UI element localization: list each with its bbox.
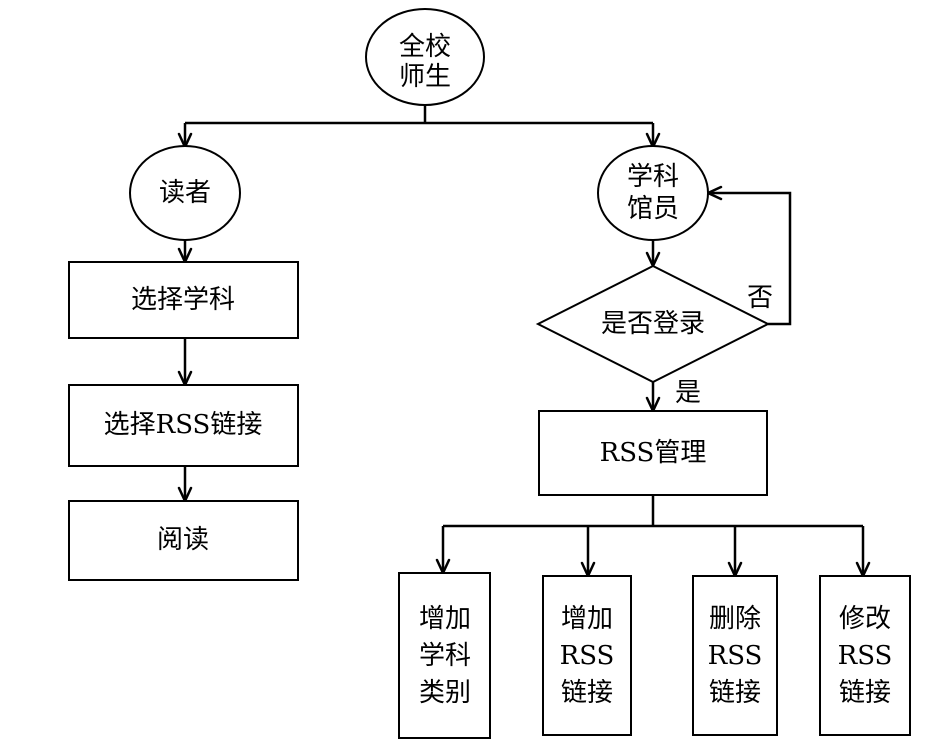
edge-label-yes: 是 xyxy=(675,378,701,408)
node-reader-label: 读者 xyxy=(159,178,211,208)
edge-rss-split xyxy=(443,495,863,528)
node-rss-manage: RSS管理 xyxy=(538,410,768,496)
node-choose-rss-link-label: 选择RSS链接 xyxy=(104,410,263,440)
node-choose-subject-label: 选择学科 xyxy=(131,285,235,315)
node-delete-rss-link-line-1: 删除 xyxy=(709,604,761,634)
node-rss-manage-label: RSS管理 xyxy=(600,438,707,468)
node-delete-rss-link: 删除 RSS 链接 xyxy=(692,575,778,736)
edge-login-no-loop xyxy=(708,191,792,326)
node-add-rss-link: 增加 RSS 链接 xyxy=(542,575,632,736)
node-read-label: 阅读 xyxy=(157,525,209,555)
node-subject-librarian-line-2: 馆员 xyxy=(627,194,679,224)
node-delete-rss-link-line-2: RSS xyxy=(708,641,763,671)
node-add-category-line-3: 类别 xyxy=(419,678,471,708)
node-edit-rss-link: 修改 RSS 链接 xyxy=(819,575,911,736)
node-all-staff-line-1: 全校 xyxy=(399,32,451,62)
node-subject-librarian: 学科 馆员 xyxy=(597,145,709,241)
edge-allstaff-split xyxy=(185,105,653,125)
node-add-rss-link-line-1: 增加 xyxy=(561,604,613,634)
node-choose-rss-link: 选择RSS链接 xyxy=(68,384,299,467)
node-add-category: 增加 学科 类别 xyxy=(398,572,491,739)
node-choose-subject: 选择学科 xyxy=(68,261,299,339)
node-logged-in: 是否登录 xyxy=(535,264,771,384)
node-add-rss-link-line-2: RSS xyxy=(560,641,615,671)
node-edit-rss-link-line-2: RSS xyxy=(838,641,893,671)
edge-label-no: 否 xyxy=(747,283,773,313)
node-edit-rss-link-line-1: 修改 xyxy=(839,604,891,634)
node-add-category-line-1: 增加 xyxy=(419,604,471,634)
node-read: 阅读 xyxy=(68,500,299,581)
node-add-category-line-2: 学科 xyxy=(419,641,471,671)
node-edit-rss-link-line-3: 链接 xyxy=(839,678,891,708)
node-delete-rss-link-line-3: 链接 xyxy=(709,678,761,708)
node-add-rss-link-line-3: 链接 xyxy=(561,678,613,708)
node-logged-in-label: 是否登录 xyxy=(601,309,705,339)
node-subject-librarian-line-1: 学科 xyxy=(627,162,679,192)
node-reader: 读者 xyxy=(129,145,241,241)
node-all-staff: 全校 师生 xyxy=(365,8,485,106)
node-all-staff-line-2: 师生 xyxy=(399,62,451,92)
